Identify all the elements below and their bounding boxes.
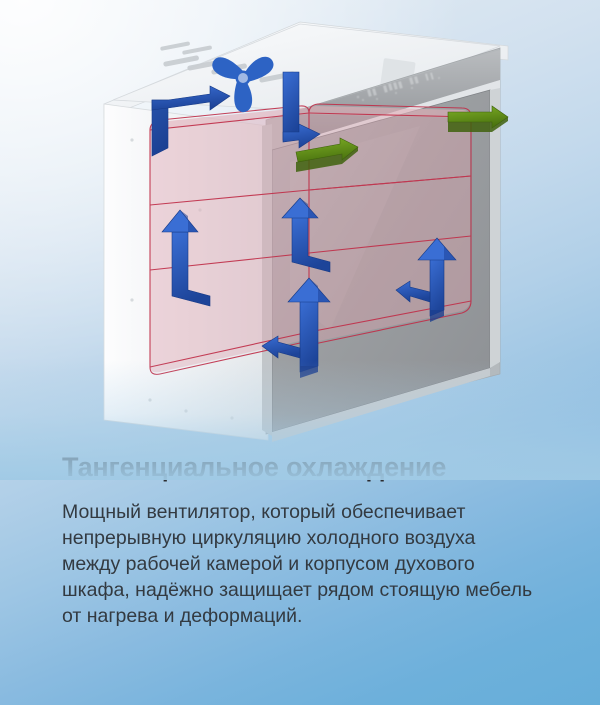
control-panel: [300, 50, 500, 140]
hot-air-exhaust-lower: [295, 137, 359, 172]
copy-block: Тангенциальное охлаждение Мощный вентиля…: [0, 452, 600, 630]
cool-air-rise-left: [161, 209, 211, 307]
cool-air-rise-center-lower: [261, 277, 331, 378]
body-text: Мощный вентилятор, который обеспечивает …: [62, 501, 533, 627]
oven-illustration: [0, 21, 600, 480]
cool-air-rise-right: [395, 237, 457, 322]
cool-air-rise-center-upper: [281, 197, 331, 273]
page-title: Тангенциальное охлаждение: [62, 452, 447, 482]
hot-air-exhaust-upper: [447, 105, 509, 132]
cool-air-intake-top-left: [151, 85, 231, 157]
door-right-frame: [490, 88, 500, 368]
oven-cutaway-graphic: [103, 21, 509, 442]
door-glass-reflection: [290, 126, 420, 330]
control-panel-display[interactable]: [356, 72, 441, 102]
tangential-fan-icon: [212, 56, 274, 112]
cool-air-intake-top-center: [282, 71, 321, 149]
door-hinge-column: [262, 124, 272, 436]
oven-cavity-volume: [149, 103, 472, 375]
oven-housing: [103, 21, 509, 442]
